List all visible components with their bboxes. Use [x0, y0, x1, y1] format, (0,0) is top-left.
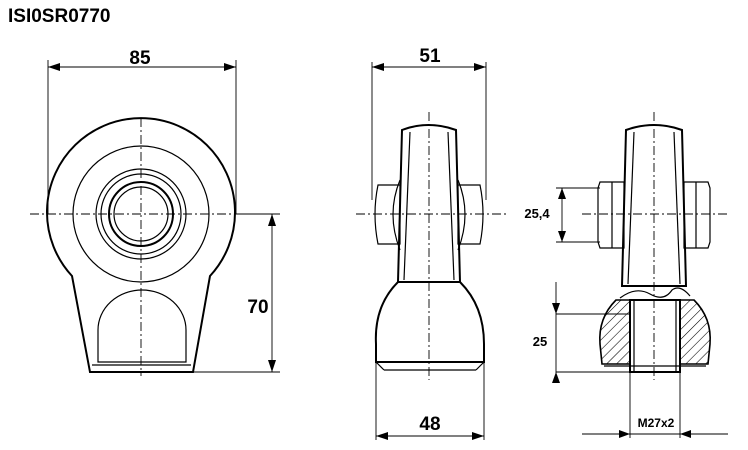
section-flange-right — [683, 181, 711, 249]
front-shank-arch — [97, 289, 187, 363]
front-view: 85 70 — [30, 48, 280, 376]
side-flange-left — [374, 184, 401, 245]
dim-label-70: 70 — [247, 297, 268, 318]
dim-label-m27x2: M27x2 — [638, 416, 675, 430]
side-dome — [374, 281, 485, 363]
section-break-line — [619, 287, 691, 299]
part-number-title: ISI0SR0770 — [8, 6, 111, 27]
section-housing — [620, 124, 688, 287]
dim-label-85: 85 — [129, 48, 151, 69]
side-housing — [396, 124, 462, 283]
section-thread-bore — [629, 299, 681, 373]
dim-label-51: 51 — [419, 46, 441, 67]
section-view: 25,4 25 M27x2 — [524, 112, 728, 438]
section-flange-left — [597, 181, 625, 249]
dim-label-25-4: 25,4 — [524, 206, 550, 221]
front-outline — [46, 117, 236, 373]
side-view: 51 48 — [356, 46, 506, 440]
section-hatch-right — [679, 299, 711, 365]
section-hatch-left — [599, 299, 631, 365]
dim-label-48: 48 — [419, 414, 440, 435]
dim-label-25: 25 — [533, 334, 547, 349]
side-flange-right — [457, 184, 484, 245]
